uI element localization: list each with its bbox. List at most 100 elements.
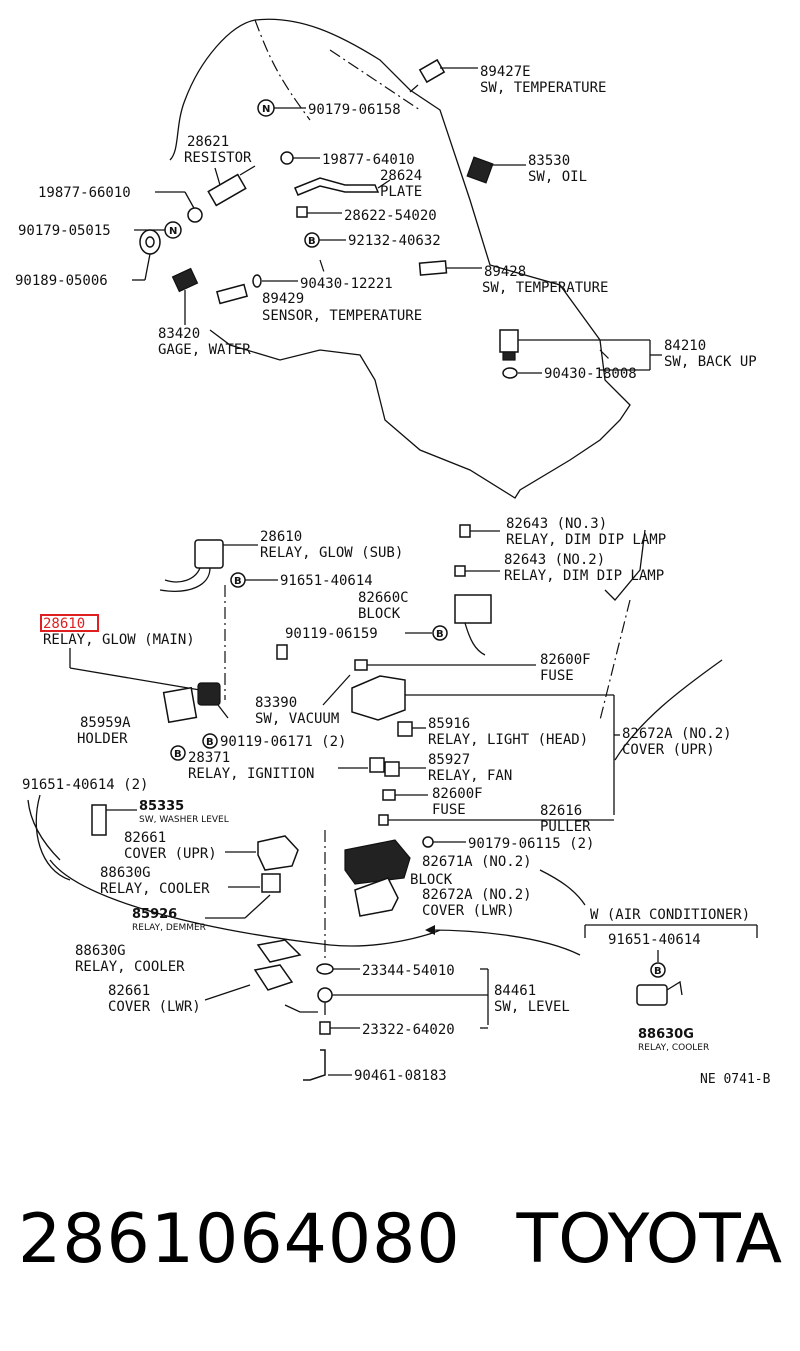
label-90119-06171: 90119-06171 (2) [220, 734, 346, 750]
harness-curve-2 [604, 529, 646, 601]
vacuum-switch-83390[interactable] [276, 644, 288, 660]
harness-curve-1 [49, 859, 441, 947]
relay-fan-85927[interactable] [384, 761, 400, 777]
label-82643-2-desc: RELAY, DIM DIP LAMP [504, 568, 664, 584]
label-82600f-b: 82600F [432, 786, 483, 802]
label-82600f-desc: FUSE [540, 668, 574, 684]
bolt-b-marker-5 [170, 745, 186, 761]
label-19877-66010: 19877-66010 [38, 185, 131, 201]
puller-82616[interactable] [378, 814, 389, 826]
resistor-28621[interactable] [207, 165, 256, 207]
label-85916: 85916 [428, 716, 470, 732]
cover-upr-82661[interactable] [257, 835, 299, 871]
label-91651-40614-2: 91651-40614 (2) [22, 777, 148, 793]
grommet-23344-54010 [316, 963, 334, 975]
label-89427e: 89427E [480, 64, 531, 80]
cover-upr-82672a[interactable] [351, 675, 406, 721]
holder-85959a[interactable] [162, 686, 198, 724]
label-82661-l-desc: COVER (LWR) [108, 999, 201, 1015]
label-82600f-b-desc: FUSE [432, 802, 466, 818]
label-82671a-desc: BLOCK [410, 872, 453, 888]
label-28621: 28621 [187, 134, 229, 150]
bolt-b-letter-5: B [174, 749, 182, 760]
label-28610-sub-desc: RELAY, GLOW (SUB) [260, 545, 403, 561]
label-82643-3: 82643 (NO.3) [506, 516, 607, 532]
harness-curve-4 [27, 799, 61, 861]
label-82671a: 82671A (NO.2) [422, 854, 532, 870]
label-85926-desc: RELAY, DEMMER [132, 923, 206, 933]
label-88630g-2: 88630G [75, 943, 126, 959]
relay-ignition-28371[interactable] [369, 757, 385, 773]
nut-n-letter: N [262, 104, 270, 115]
fuse-82600f-b[interactable] [382, 789, 396, 801]
label-89429-desc: SENSOR, TEMPERATURE [262, 308, 422, 324]
label-23344-54010: 23344-54010 [362, 963, 455, 979]
footer-brand: TOYOTA [516, 1200, 782, 1279]
oil-switch-83530[interactable] [466, 156, 526, 184]
label-92132-40632: 92132-40632 [348, 233, 441, 249]
plate-28624[interactable] [294, 177, 391, 196]
gasket-90430-12221 [252, 274, 262, 288]
harness-curve-5 [539, 869, 586, 906]
level-switch-84461[interactable] [317, 987, 333, 1015]
relay-cooler-ac-88630g[interactable] [636, 980, 683, 1006]
backup-switch-84210[interactable] [499, 329, 519, 361]
relay-light-85916[interactable] [397, 721, 413, 737]
temp-sensor-89429[interactable] [216, 283, 248, 305]
bolt-b-letter-4: B [206, 737, 214, 748]
bolt-b-letter: B [308, 236, 316, 247]
label-82600f: 82600F [540, 652, 591, 668]
label-85927-desc: RELAY, FAN [428, 768, 512, 784]
cover-lwr-82661[interactable] [253, 964, 294, 991]
temp-switch-89427e[interactable] [409, 58, 478, 93]
label-89427e-desc: SW, TEMPERATURE [480, 80, 606, 96]
washer-switch-85335[interactable] [91, 804, 107, 836]
label-83390: 83390 [255, 695, 297, 711]
label-90461-08183: 90461-08183 [354, 1068, 447, 1084]
label-84461: 84461 [494, 983, 536, 999]
water-gage-83420[interactable] [171, 267, 199, 325]
label-82660c-desc: BLOCK [358, 606, 401, 622]
block-82671a[interactable] [344, 839, 411, 885]
label-82672a-2-desc: COVER (UPR) [622, 742, 715, 758]
label-82643-3-desc: RELAY, DIM DIP LAMP [506, 532, 666, 548]
label-82661-u: 82661 [124, 830, 166, 846]
relay-cooler-88630g[interactable] [261, 873, 281, 893]
label-85926: 85926 [132, 907, 177, 922]
bolt-b-letter-ac: B [654, 966, 662, 977]
fuse-82600f[interactable] [354, 659, 368, 671]
relay-82643-no3[interactable] [459, 524, 471, 538]
label-83420-desc: GAGE, WATER [158, 342, 251, 358]
bolt-28622-54020 [296, 206, 308, 218]
label-90179-06158: 90179-06158 [308, 102, 401, 118]
label-85335: 85335 [139, 799, 184, 814]
label-28622-54020: 28622-54020 [344, 208, 437, 224]
label-84210-desc: SW, BACK UP [664, 354, 757, 370]
label-90430-18008: 90430-18008 [544, 366, 637, 382]
label-82643-2: 82643 (NO.2) [504, 552, 605, 568]
label-28610-main[interactable]: 28610 [43, 616, 85, 632]
glow-relay-sub-28610[interactable] [159, 539, 258, 592]
cover-lwr-82672a[interactable] [354, 877, 399, 917]
clip-90461-08183[interactable] [303, 1049, 326, 1081]
label-83390-desc: SW, VACUUM [255, 711, 339, 727]
nut-n-letter-2: N [169, 226, 177, 237]
label-83530-desc: SW, OIL [528, 169, 587, 185]
label-28624-desc: PLATE [380, 184, 422, 200]
bolt-b-marker-3 [432, 625, 448, 641]
bolt-23322-64020 [319, 1021, 331, 1035]
label-82660c: 82660C [358, 590, 409, 606]
glow-relay-main-28610[interactable] [197, 682, 229, 719]
label-88630g-desc: RELAY, COOLER [100, 881, 210, 897]
harness-dash [599, 599, 631, 721]
relay-82643-no2[interactable] [454, 565, 466, 577]
temp-switch-89428[interactable] [418, 260, 482, 276]
label-90179-06115: 90179-06115 (2) [468, 836, 594, 852]
grommet-90189-05006 [139, 229, 161, 255]
relay-cooler-88630g-2[interactable] [256, 939, 302, 963]
block-82660c[interactable] [454, 594, 492, 656]
label-83530: 83530 [528, 153, 570, 169]
footer-part-number: 2861064080 [18, 1200, 461, 1279]
label-ac: W (AIR CONDITIONER) [590, 907, 750, 923]
